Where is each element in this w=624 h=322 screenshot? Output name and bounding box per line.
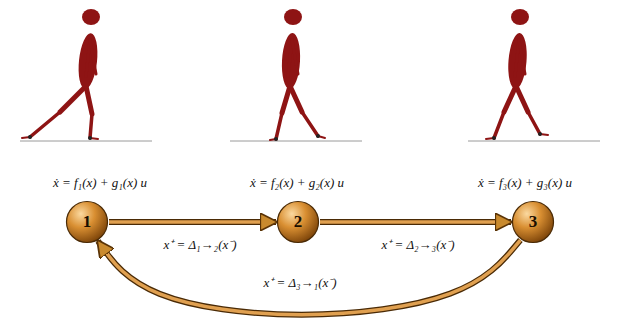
reset-map-label: x⁺ = Δ₃→₁(x⁻) [261, 273, 338, 291]
ground-line [230, 141, 362, 142]
dynamics-equation: ẋ = f₃(x) + g₃(x) u [476, 175, 574, 191]
reset-map-label: x⁺ = Δ₂→₃(x⁻) [379, 235, 456, 253]
mode-number: 3 [511, 200, 555, 244]
dynamics-equation: ẋ = f₁(x) + g₁(x) u [51, 175, 149, 191]
transition-arrow [320, 222, 511, 223]
dynamics-equation: ẋ = f₂(x) + g₂(x) u [248, 175, 346, 191]
walker-figure [22, 9, 100, 140]
mode-circle: 1 [65, 200, 109, 244]
mode-number: 2 [276, 200, 320, 244]
ground-line [468, 141, 600, 142]
walker-figure [486, 9, 548, 140]
mode-circle: 2 [276, 200, 320, 244]
arrow-outline [109, 219, 276, 225]
reset-map-label: x⁺ = Δ₁→₂(x⁻) [161, 235, 238, 253]
arrow-body [320, 220, 511, 224]
transition-arrow [109, 222, 276, 223]
ground-line [20, 141, 152, 142]
mode-number: 1 [65, 200, 109, 244]
arrow-body [109, 220, 276, 224]
walker-figure [270, 9, 325, 141]
mode-circle: 3 [511, 200, 555, 244]
arrow-outline [320, 219, 511, 225]
